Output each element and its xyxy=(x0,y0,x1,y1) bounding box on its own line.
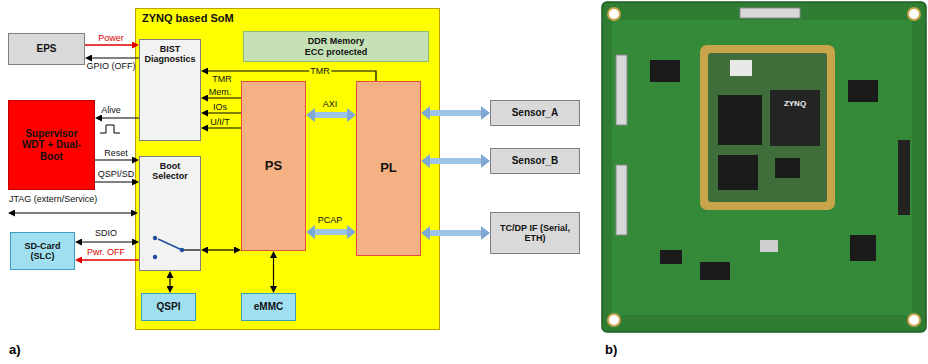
flash-box: eMMC xyxy=(241,293,296,321)
power-supply-box: EPS xyxy=(8,33,85,65)
chip xyxy=(730,60,752,76)
signal-label: U/I/T xyxy=(209,117,231,127)
panel-letter: a) xyxy=(8,342,22,357)
box-label: Boot Selector xyxy=(142,161,198,182)
box-label: QSPI xyxy=(157,301,181,313)
mounting-hole xyxy=(608,314,620,326)
jtag-arrow xyxy=(15,212,131,213)
fpga-chip xyxy=(770,90,820,146)
boot-selector-box: Boot Selector xyxy=(139,156,201,271)
signal-arrow xyxy=(315,229,347,235)
mounting-hole xyxy=(908,8,920,20)
signal-arrow xyxy=(82,241,132,242)
signal-label: Pwr. OFF xyxy=(86,247,126,257)
signal-label: IOs xyxy=(212,102,228,112)
connector xyxy=(740,8,800,18)
box-label: TC/DP IF (Serial, ETH) xyxy=(495,223,575,244)
pulse-symbol xyxy=(100,125,120,133)
signal-arrow xyxy=(208,249,234,250)
sensor-box: Sensor_B xyxy=(490,148,580,174)
memory-box: DDR Memory ECC protected xyxy=(243,31,429,62)
gold-frame xyxy=(700,45,835,210)
signal-arrow xyxy=(430,230,481,236)
diagnostics-box: BIST Diagnostics xyxy=(139,39,201,141)
chip xyxy=(775,158,800,178)
fpga-box: PL xyxy=(356,81,421,256)
signal-label: TMR xyxy=(211,74,233,85)
signal-arrow xyxy=(208,127,241,128)
signal-arrow xyxy=(85,44,132,46)
chip xyxy=(718,95,762,145)
signal-label: Reset xyxy=(103,148,129,158)
interface-box: TC/DP IF (Serial, ETH) xyxy=(490,212,580,254)
component xyxy=(660,250,682,264)
signal-label: Alive xyxy=(100,105,122,115)
interface-label: JTAG (extern/Service) xyxy=(8,194,98,205)
chip-marking: ZYNQ xyxy=(783,99,807,109)
mounting-hole xyxy=(608,8,620,20)
box-label: Sensor_A xyxy=(512,107,559,119)
signal-arrow xyxy=(95,181,132,182)
signal-arrow xyxy=(208,97,241,98)
sd-card-box: SD-Card (SLC) xyxy=(10,232,75,270)
component xyxy=(850,235,876,261)
som-module xyxy=(708,53,827,202)
signal-arrow xyxy=(82,259,139,261)
box-label: BIST Diagnostics xyxy=(142,44,198,65)
component xyxy=(848,80,878,102)
panel-letter: b) xyxy=(604,342,618,357)
signal-label: SDIO xyxy=(94,228,118,238)
supervisor-box: Supervisor WDT + Dual-Boot xyxy=(8,100,95,190)
signal-label: PCAP xyxy=(317,215,344,225)
signal-arrow xyxy=(208,112,241,113)
signal-label: QSPI/SD xyxy=(97,169,136,179)
box-label: EPS xyxy=(36,43,56,55)
component xyxy=(700,262,730,280)
pcb-area xyxy=(612,20,912,315)
box-label: eMMC xyxy=(254,301,283,313)
som-board: ZYNQ based SoM BIST Diagnostics DDR Memory… xyxy=(135,8,440,330)
signal-arrow xyxy=(169,278,170,286)
connector xyxy=(616,55,627,125)
box-label: Supervisor WDT + Dual-Boot xyxy=(16,128,88,163)
signal-arrow xyxy=(430,158,481,164)
signal-label: Power xyxy=(97,33,125,43)
signal-arrow xyxy=(92,57,139,58)
signal-arrow xyxy=(273,258,274,286)
signal-arrow xyxy=(315,112,347,118)
box-label: DDR Memory ECC protected xyxy=(302,36,370,57)
signal-arrow xyxy=(102,117,139,118)
box-label: SD-Card (SLC) xyxy=(14,241,71,262)
box-label: Sensor_B xyxy=(512,155,559,167)
connector xyxy=(616,165,627,235)
signal-label: AXI xyxy=(322,99,339,109)
mounting-hole xyxy=(908,314,920,326)
box-label: ZYNQ based SoM xyxy=(142,12,234,25)
flash-box: QSPI xyxy=(141,293,196,321)
signal-arrow xyxy=(208,71,376,81)
signal-arrow xyxy=(95,159,132,160)
box-label: PL xyxy=(380,161,397,176)
chip xyxy=(718,155,758,190)
processor-box: PS xyxy=(241,81,306,251)
sensor-box: Sensor_A xyxy=(490,100,580,126)
box-label: PS xyxy=(265,159,282,174)
connector xyxy=(898,140,910,215)
signal-label: GPIO (OFF) xyxy=(86,61,137,71)
switch-symbol xyxy=(153,236,200,259)
pcb-board xyxy=(602,2,926,332)
component xyxy=(760,240,778,252)
component xyxy=(650,60,680,82)
signal-label: Mem. xyxy=(208,87,233,97)
signal-arrow xyxy=(430,110,481,116)
signal-label: TMR xyxy=(309,66,331,76)
